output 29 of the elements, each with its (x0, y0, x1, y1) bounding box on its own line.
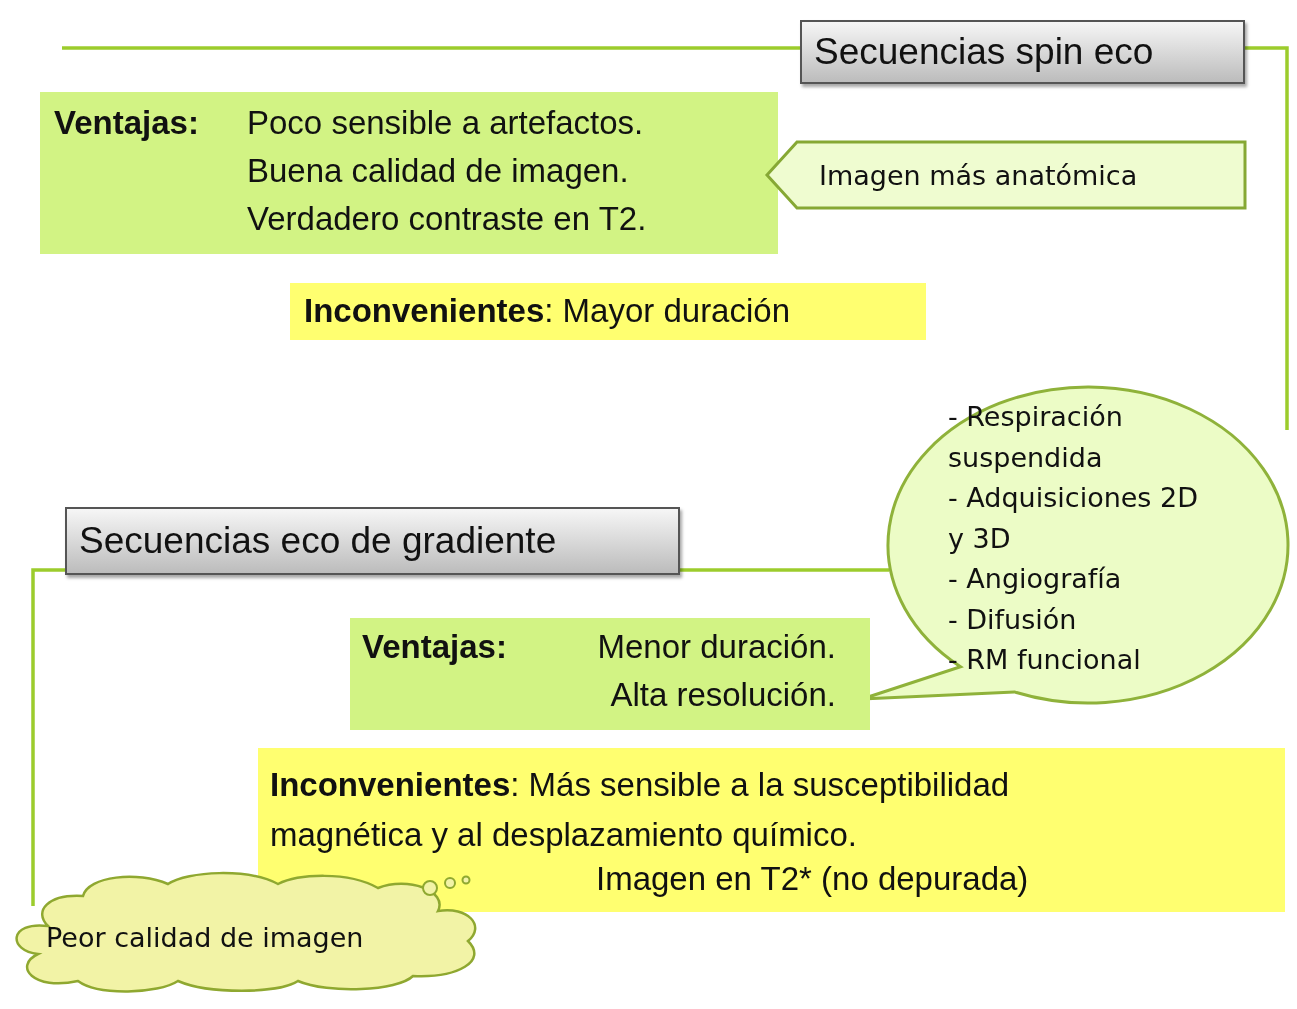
list-item: - Adquisiciones 2D y 3D (948, 481, 1199, 556)
connector-line (680, 568, 889, 572)
heading-text: Ventajas: (362, 628, 507, 666)
connector-line (31, 568, 65, 906)
connector-line (62, 46, 800, 50)
cloud-text: Peor calidad de imagen (46, 922, 364, 953)
heading-text: Ventajas: (54, 104, 199, 142)
list-item: - Difusión (948, 602, 1078, 637)
list-item: - Angiografía (948, 562, 1123, 596)
callout-text: Imagen más anatómica (819, 159, 1138, 191)
title-box (800, 20, 1245, 84)
drawbacks-panel (290, 283, 926, 340)
advantage-text: Poco sensible a artefactos. (247, 104, 644, 142)
advantages-panel (40, 92, 778, 254)
drawback-text: Inconvenientes: Más sensible a la susceptibilidad magnética y al desplazamiento químico. (270, 765, 1011, 855)
list-item: - RM funcional (948, 643, 1142, 677)
drawback-text: Inconvenientes: Mayor duración (304, 292, 790, 330)
advantage-text: Menor duración. (597, 628, 836, 666)
advantage-text: Alta resolución. (610, 676, 836, 714)
advantage-text: Verdadero contraste en T2. (247, 200, 647, 238)
advantage-text: Buena calidad de imagen. (247, 152, 629, 190)
advantages-panel (350, 618, 870, 730)
title-text: Secuencias eco de gradiente (79, 520, 557, 562)
drawbacks-panel (258, 748, 1285, 912)
drawback-text: Imagen en T2* (no depurada) (596, 860, 1029, 898)
title-text: Secuencias spin eco (814, 31, 1154, 73)
title-box (65, 507, 680, 575)
list-item: - Respiración suspendida (948, 400, 1124, 475)
connector-line (1245, 46, 1289, 430)
